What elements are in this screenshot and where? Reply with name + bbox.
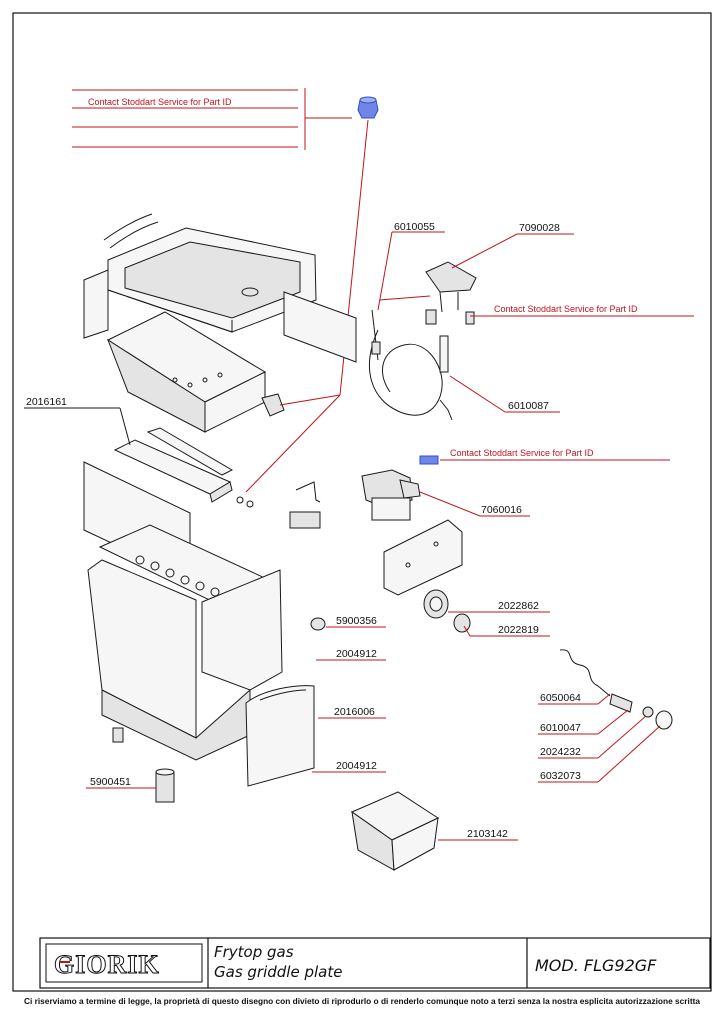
control-bracket xyxy=(383,519,463,596)
label-2004912-b: 2004912 xyxy=(336,760,377,772)
label-6050064: 6050064 xyxy=(540,692,581,704)
contact-label-top: Contact Stoddart Service for Part ID xyxy=(88,97,232,107)
control-knob xyxy=(453,613,471,633)
label-6010087: 6010087 xyxy=(508,400,549,412)
label-2022819: 2022819 xyxy=(498,624,539,636)
blue-cap-part xyxy=(357,96,379,119)
label-7090028: 7090028 xyxy=(519,222,560,234)
thermocouple-assembly xyxy=(369,309,453,421)
adjustable-foot xyxy=(155,768,175,803)
label-6010055: 6010055 xyxy=(394,221,435,233)
label-5900451: 5900451 xyxy=(90,776,131,788)
griddle-top-assembly xyxy=(83,213,357,363)
pilot-burner-assembly xyxy=(425,261,477,373)
brand-logo-text: GIORIK xyxy=(54,950,160,979)
label-2022862: 2022862 xyxy=(498,600,539,612)
label-7060016: 7060016 xyxy=(481,504,522,516)
label-2016161: 2016161 xyxy=(26,396,67,408)
collection-pan xyxy=(350,791,440,871)
title-english: Gas griddle plate xyxy=(214,963,342,981)
gas-valve-assembly xyxy=(361,455,439,521)
contact-label-right-1: Contact Stoddart Service for Part ID xyxy=(494,304,638,314)
small-cap-part xyxy=(310,617,326,631)
gas-connector-parts xyxy=(236,393,321,529)
title-block: GIORIK Frytop gas Gas griddle plate MOD.… xyxy=(39,937,711,989)
model-number: MOD. FLG92GF xyxy=(535,956,657,975)
label-2004912-a: 2004912 xyxy=(336,648,377,660)
label-2016006: 2016006 xyxy=(334,706,375,718)
burner-bar xyxy=(113,427,234,503)
contact-label-right-2: Contact Stoddart Service for Part ID xyxy=(450,448,594,458)
grease-tray xyxy=(106,311,267,433)
label-2024232: 2024232 xyxy=(540,746,581,758)
blue-valve-nozzle xyxy=(419,455,439,465)
cabinet-door xyxy=(245,685,315,787)
label-5900356: 5900356 xyxy=(336,615,377,627)
label-2103142: 2103142 xyxy=(467,828,508,840)
part-labels: 6010055 7090028 Contact Stoddart Service… xyxy=(26,221,694,841)
piezo-ignition-set xyxy=(559,649,673,730)
giorik-logo: GIORIK xyxy=(45,943,203,983)
drawing-frame xyxy=(12,12,712,992)
label-6032073: 6032073 xyxy=(540,770,581,782)
copyright-footer: Ci riserviamo a termine di legge, la pro… xyxy=(24,997,700,1006)
cabinet-body xyxy=(87,559,283,761)
contact-block-top: Contact Stoddart Service for Part ID xyxy=(72,88,352,150)
knob-bezel xyxy=(423,589,449,619)
title-italian: Frytop gas xyxy=(214,943,294,961)
label-6010047: 6010047 xyxy=(540,722,581,734)
